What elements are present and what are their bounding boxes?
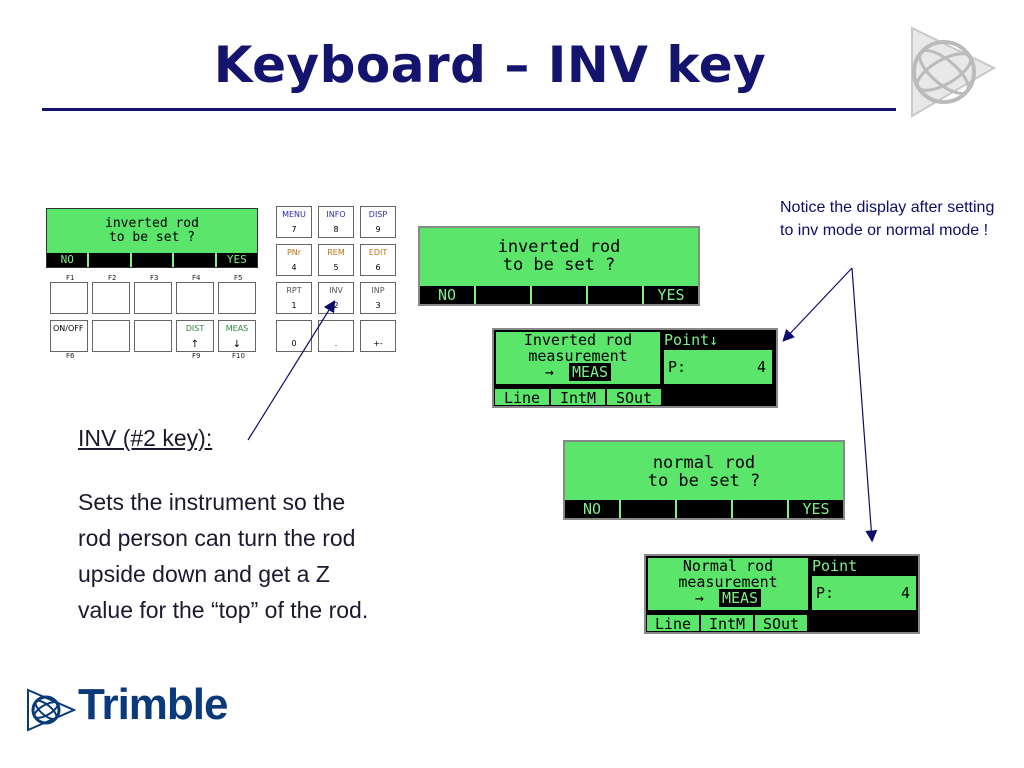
softkey-yes: YES xyxy=(802,500,830,518)
function-key[interactable] xyxy=(218,282,256,314)
trimble-logo-icon xyxy=(27,688,76,732)
function-key[interactable] xyxy=(134,282,172,314)
key-inv-2[interactable]: INV 2 xyxy=(318,282,354,314)
trimble-logo-text: Trimble xyxy=(78,680,228,729)
softkey-line: Line xyxy=(495,389,549,407)
keypad-lcd: inverted rod to be set ? NO YES xyxy=(46,208,258,268)
screen-inverted-rod-prompt: inverted rod to be set ? NO YES xyxy=(418,226,700,306)
keypad-lcd-line2: to be set ? xyxy=(108,230,196,245)
trimble-globe-icon xyxy=(911,26,997,118)
function-key[interactable] xyxy=(92,320,130,352)
softkey-blank xyxy=(588,286,644,304)
fkey-label: F6 xyxy=(66,352,75,360)
key-disp-9[interactable]: DISP 9 xyxy=(360,206,396,238)
screen-normal-rod-measurement: Normal rod measurement → MEAS Point P: 4… xyxy=(644,554,920,634)
key-decimal[interactable]: . xyxy=(318,320,354,352)
softkey-intm: IntM xyxy=(701,615,753,633)
keypad-softkey: YES xyxy=(226,253,247,266)
keypad-lcd-line1: inverted rod xyxy=(105,216,199,231)
screen1-line2: to be set ? xyxy=(502,255,616,275)
key-edit-6[interactable]: EDIT 6 xyxy=(360,244,396,276)
screen2-p-label: P: xyxy=(668,358,687,376)
screen4-p-value: 4 xyxy=(900,584,910,602)
slide-title: Keyboard – INV key xyxy=(213,36,767,94)
key-info-8[interactable]: INFO 8 xyxy=(318,206,354,238)
screen2-line2: measurement xyxy=(528,347,628,365)
key-plus-minus[interactable]: +- xyxy=(360,320,396,352)
keypad-softkey xyxy=(89,253,132,267)
screen4-line1: Normal rod xyxy=(682,557,774,575)
screen-inverted-rod-measurement: Inverted rod measurement → MEAS Point↓ P… xyxy=(492,328,778,408)
screen4-line2: measurement xyxy=(678,573,778,591)
function-key[interactable] xyxy=(92,282,130,314)
screen2-point-header: Point↓ xyxy=(664,331,719,349)
fkey-label: F5 xyxy=(234,274,243,282)
title-underline xyxy=(42,108,896,111)
on-off-key[interactable]: ON/OFF xyxy=(50,320,88,352)
keypad-illustration: inverted rod to be set ? NO YES F1 F2 F3… xyxy=(46,206,398,360)
note-arrow-normal xyxy=(851,267,878,543)
key-menu-7[interactable]: MENU 7 xyxy=(276,206,312,238)
softkey-blank xyxy=(532,286,588,304)
fkey-label: F3 xyxy=(150,274,159,282)
screen4-p-label: P: xyxy=(816,584,835,602)
meas-label: MEAS xyxy=(568,363,612,381)
fkey-label: F10 xyxy=(232,352,245,360)
screen2-line1: Inverted rod xyxy=(523,331,633,349)
softkey-no: NO xyxy=(420,286,476,304)
softkey-blank xyxy=(621,500,677,518)
inv-description: Sets the instrument so the rod person ca… xyxy=(78,489,369,623)
note-arrow-inverted xyxy=(782,267,853,342)
softkey-sout: SOut xyxy=(607,389,661,407)
key-rpt-1[interactable]: RPT 1 xyxy=(276,282,312,314)
softkey-blank xyxy=(733,500,789,518)
softkey-blank xyxy=(677,500,733,518)
screen4-point-header: Point xyxy=(812,557,858,575)
softkey-sout: SOut xyxy=(755,615,807,633)
screen2-p-value: 4 xyxy=(756,358,766,376)
key-pnr-4[interactable]: PNr 4 xyxy=(276,244,312,276)
meas-key[interactable]: MEAS ↓ xyxy=(218,320,256,352)
function-key[interactable] xyxy=(134,320,172,352)
down-arrow-icon: ↓ xyxy=(232,339,242,350)
fkey-label: F1 xyxy=(66,274,75,282)
softkey-intm: IntM xyxy=(551,389,605,407)
meas-label: MEAS xyxy=(718,589,762,607)
up-arrow-icon: ↑ xyxy=(190,339,200,350)
function-key[interactable] xyxy=(176,282,214,314)
fkey-label: F4 xyxy=(192,274,201,282)
keypad-softkey xyxy=(174,253,217,267)
screen-normal-rod-prompt: normal rod to be set ? NO YES xyxy=(563,440,845,520)
key-rem-5[interactable]: REM 5 xyxy=(318,244,354,276)
softkey-yes: YES xyxy=(657,286,685,304)
softkey-line: Line xyxy=(647,615,699,633)
function-key[interactable] xyxy=(50,282,88,314)
screen1-line1: inverted rod xyxy=(497,237,621,257)
display-note: Notice the display after setting to inv … xyxy=(780,199,995,239)
right-arrow-icon: → xyxy=(544,363,554,381)
dist-key[interactable]: DIST ↑ xyxy=(176,320,214,352)
keypad-softkey xyxy=(132,253,175,267)
softkey-blank xyxy=(476,286,532,304)
right-arrow-icon: → xyxy=(694,589,704,607)
inv-key-arrow xyxy=(247,299,336,441)
key-inp-3[interactable]: INP 3 xyxy=(360,282,396,314)
screen3-line2: to be set ? xyxy=(647,471,761,491)
screen3-line1: normal rod xyxy=(652,453,756,473)
keypad-softkey: NO xyxy=(47,253,90,267)
softkey-no: NO xyxy=(565,500,621,518)
inv-heading: INV (#2 key): xyxy=(78,425,213,451)
fkey-label: F2 xyxy=(108,274,117,282)
fkey-label: F9 xyxy=(192,352,201,360)
